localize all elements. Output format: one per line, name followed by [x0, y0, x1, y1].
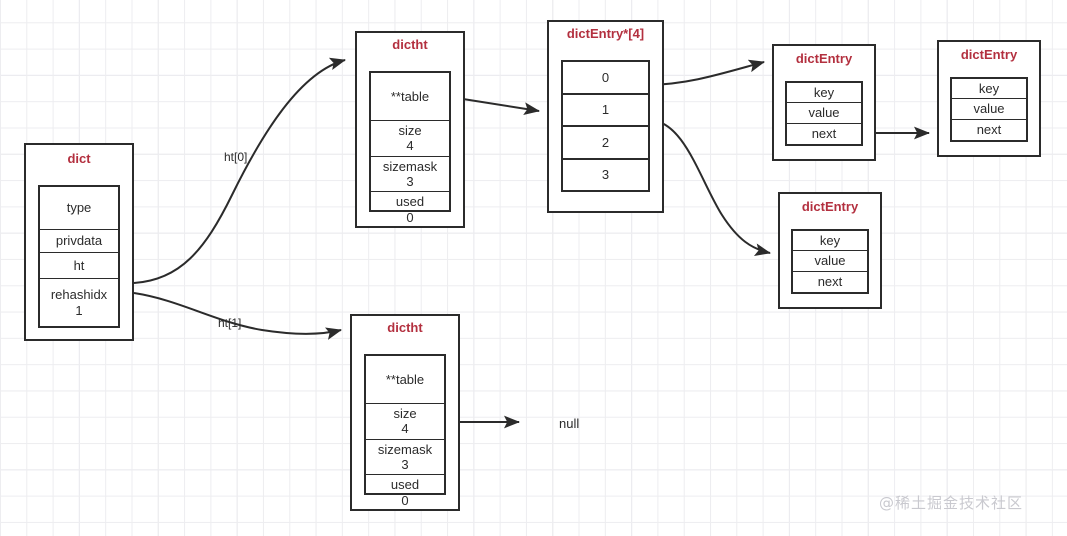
- bucket-slot-0[interactable]: 0: [563, 62, 648, 95]
- dictht1-field-size-name: size: [393, 406, 417, 421]
- dictht0-field-size-name: size: [398, 123, 422, 138]
- watermark: @稀土掘金技术社区: [879, 494, 1024, 512]
- dictht1-field-table-name: **table: [385, 371, 425, 387]
- edge-label-ht0: ht[0]: [224, 150, 248, 164]
- dict-field-type-name: type: [66, 200, 92, 216]
- edge-slot0-to-entry-a: [648, 59, 765, 86]
- dict-entry-b-field-list: key value next: [950, 77, 1028, 142]
- dict-entry-a-field-key[interactable]: key: [787, 83, 861, 104]
- dict-field-ht[interactable]: ht: [40, 253, 118, 279]
- dictht0-field-sizemask-name: sizemask: [382, 158, 438, 174]
- dictht1-field-size-value: 4: [401, 421, 409, 437]
- edge-slot1-to-entry-c: [648, 119, 771, 256]
- dictht0-struct[interactable]: dictht **table size 4 sizemask 3 used 0: [355, 31, 465, 228]
- edge-label-ht1: ht[1]: [218, 316, 242, 330]
- null-label: null: [559, 416, 580, 431]
- dictht0-field-sizemask-value: 3: [406, 173, 414, 189]
- dict-field-list: type privdata ht rehashidx 1: [38, 185, 120, 328]
- dictht0-field-used-name: used: [395, 194, 425, 210]
- edge-ht0: [133, 57, 346, 284]
- bucket-array-struct[interactable]: dictEntry*[4] 0 1 2 3: [547, 20, 664, 213]
- dict-entry-a-struct[interactable]: dictEntry key value next: [772, 44, 876, 161]
- dict-entry-c-field-key[interactable]: key: [793, 231, 867, 252]
- dict-entry-a-field-list: key value next: [785, 81, 863, 146]
- dictht1-struct[interactable]: dictht **table size 4 sizemask 3 used 0: [350, 314, 460, 511]
- dictht1-field-sizemask-name: sizemask: [377, 441, 433, 457]
- dictht0-field-list: **table size 4 sizemask 3 used 0: [369, 71, 451, 225]
- dict-entry-b-field-value[interactable]: value: [952, 99, 1026, 120]
- dictht1-field-used-name: used: [390, 477, 420, 493]
- bucket-slot-3[interactable]: 3: [601, 167, 610, 183]
- dict-field-rehashidx[interactable]: rehashidx 1: [40, 279, 118, 326]
- dict-field-rehashidx-value: 1: [75, 302, 83, 318]
- dict-field-privdata-name: privdata: [55, 233, 103, 249]
- dictht0-field-used[interactable]: used 0: [371, 192, 449, 227]
- bucket-slot-1[interactable]: 1: [563, 95, 648, 127]
- dict-field-ht-name: ht: [73, 257, 85, 273]
- bucket-array-slot-list: 0 1 2 3: [561, 60, 650, 192]
- dictht1-field-used[interactable]: used 0: [366, 475, 444, 510]
- dict-entry-b-struct[interactable]: dictEntry key value next: [937, 40, 1041, 157]
- bucket-array-title: dictEntry*[4]: [566, 26, 645, 41]
- edge-ht1: [133, 292, 342, 340]
- dict-entry-a-field-value[interactable]: value: [787, 103, 861, 124]
- dictht0-field-sizemask[interactable]: sizemask 3: [371, 157, 449, 193]
- dictht1-struct-title: dictht: [387, 320, 423, 335]
- dictht1-field-list: **table size 4 sizemask 3 used 0: [364, 354, 446, 508]
- dict-field-privdata[interactable]: privdata: [40, 230, 118, 253]
- dict-entry-b-field-next[interactable]: next: [976, 121, 1002, 137]
- dict-entry-b-title: dictEntry: [960, 47, 1018, 62]
- dict-entry-a-title: dictEntry: [795, 51, 853, 66]
- bucket-slot-2[interactable]: 2: [563, 127, 648, 160]
- dict-entry-c-title: dictEntry: [801, 199, 859, 214]
- dictht1-field-sizemask-value: 3: [401, 456, 409, 472]
- dict-entry-a-field-next[interactable]: next: [811, 125, 837, 141]
- dict-struct-title: dict: [67, 151, 91, 166]
- dict-field-rehashidx-name: rehashidx: [50, 287, 108, 303]
- edge-table-to-bucket: [462, 98, 540, 115]
- dict-field-type[interactable]: type: [40, 187, 118, 230]
- dictht1-field-sizemask[interactable]: sizemask 3: [366, 440, 444, 476]
- dictht1-field-size[interactable]: size 4: [366, 404, 444, 440]
- dict-struct[interactable]: dict type privdata ht rehashidx 1: [24, 143, 134, 341]
- dict-entry-c-field-list: key value next: [791, 229, 869, 294]
- dictht0-field-size-value: 4: [406, 138, 414, 154]
- dictht1-field-table[interactable]: **table: [366, 356, 444, 404]
- dict-entry-c-field-next[interactable]: next: [817, 273, 843, 289]
- dictht0-field-size[interactable]: size 4: [371, 121, 449, 157]
- dict-entry-b-field-key[interactable]: key: [952, 79, 1026, 100]
- dict-entry-c-struct[interactable]: dictEntry key value next: [778, 192, 882, 309]
- dictht1-field-used-value: 0: [401, 492, 409, 508]
- dictht0-field-table[interactable]: **table: [371, 73, 449, 121]
- dictht0-struct-title: dictht: [392, 37, 428, 52]
- dictht0-field-table-name: **table: [390, 88, 430, 104]
- dict-entry-c-field-value[interactable]: value: [793, 251, 867, 272]
- dictht0-field-used-value: 0: [406, 209, 414, 225]
